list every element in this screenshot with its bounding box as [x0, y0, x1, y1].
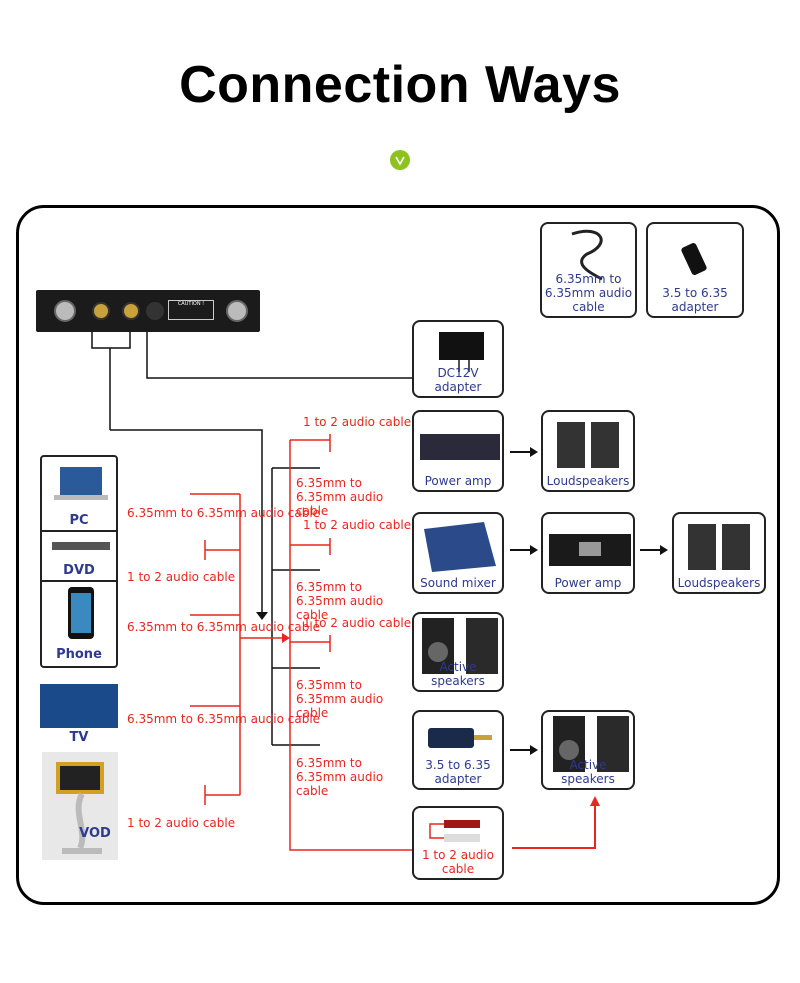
source-label: DVD: [63, 563, 95, 578]
device-sound-mixer: Sound mixer: [412, 512, 504, 594]
device-power-amp: Power amp: [412, 410, 504, 492]
source-cable-label: 1 to 2 audio cable: [127, 816, 236, 830]
chain-cable-label: 1 to 2 audio cable: [303, 518, 412, 532]
device-label: Power amp: [424, 474, 492, 488]
source-cable-label: 6.35mm to 6.35mm audio cable: [127, 620, 321, 634]
chain-cable-label: 6.35mm to 6.35mm audio cable: [296, 476, 384, 518]
loudspeakers-icon: [557, 422, 619, 468]
source-dvd: DVD: [42, 530, 116, 582]
accessory-adapter: 3.5 to 6.35 adapter: [646, 222, 744, 318]
source-label: VOD: [79, 826, 111, 841]
accessory-label: 6.35mm to 6.35mm audio cable: [544, 272, 633, 314]
device-label: 1 to 2 audio cable: [421, 848, 494, 876]
source-vod: VOD: [42, 752, 118, 860]
active-speakers-icon: [553, 716, 629, 772]
device-active-speakers-2: Active speakers: [541, 710, 635, 790]
device-label: Active speakers: [561, 758, 615, 786]
output-port-1: [92, 302, 110, 320]
device-label: Loudspeakers: [546, 474, 630, 488]
accessory-audio-cable: 6.35mm to 6.35mm audio cable: [540, 222, 637, 318]
power-amp-icon: [549, 534, 631, 566]
device-label: 3.5 to 6.35 adapter: [425, 758, 491, 786]
power-adapter-box: DC12V adapter: [412, 320, 504, 398]
caution-label: CAUTION !: [168, 300, 214, 320]
chain-cable-label: 1 to 2 audio cable: [303, 616, 412, 630]
device-loudspeakers: Loudspeakers: [541, 410, 635, 492]
device-rca-cable: 1 to 2 audio cable: [412, 806, 504, 880]
phone-icon: [68, 587, 94, 639]
sound-mixer-icon: [424, 522, 496, 572]
device-adapter: 3.5 to 6.35 adapter: [412, 710, 504, 790]
source-label: PC: [69, 513, 89, 528]
chain-cable-label: 1 to 2 audio cable: [303, 415, 412, 429]
chain-cable-label: 6.35mm to 6.35mm audio cable: [296, 756, 384, 798]
source-cable-label: 6.35mm to 6.35mm audio cable: [127, 712, 321, 726]
device-active-speakers: Active speakers: [412, 612, 504, 692]
dvd-player-icon: [52, 542, 110, 550]
vod-kiosk-icon: [56, 762, 104, 854]
source-group: PC DVD Phone: [40, 455, 118, 668]
device-power-amp-2: Power amp: [541, 512, 635, 594]
laptop-icon: [54, 467, 108, 500]
adapter-icon: [681, 243, 707, 275]
source-tv: TV: [40, 682, 118, 748]
device-label: Sound mixer: [420, 576, 496, 590]
device-label: Active speakers: [431, 660, 485, 688]
adapter-icon: [428, 728, 492, 748]
dc-12v-port: [146, 302, 164, 320]
source-cable-label: 6.35mm to 6.35mm audio cable: [127, 506, 321, 520]
power-adapter-icon: [439, 332, 484, 372]
source-cable-label: 1 to 2 audio cable: [127, 570, 236, 584]
accessory-label: 3.5 to 6.35 adapter: [662, 286, 728, 314]
tv-icon: [40, 684, 118, 728]
chain-cable-label: 6.35mm to 6.35mm audio cable: [296, 678, 384, 720]
page-title: Connection Ways: [179, 56, 621, 114]
antenna-a-port: [226, 300, 248, 322]
antenna-b-port: [54, 300, 76, 322]
active-speakers-icon: [422, 618, 498, 674]
checkmark-circle-icon: [390, 150, 410, 170]
device-loudspeakers-2: Loudspeakers: [672, 512, 766, 594]
source-phone: Phone: [42, 582, 116, 666]
rca-cable-icon: [429, 820, 480, 842]
loudspeakers-icon: [688, 524, 750, 570]
power-adapter-label: DC12V adapter: [434, 366, 482, 394]
chain-cable-label: 6.35mm to 6.35mm audio cable: [296, 580, 384, 622]
audio-cable-icon: [571, 229, 603, 281]
output-port-2: [122, 302, 140, 320]
diagram-frame: [16, 205, 780, 905]
source-pc: PC: [42, 457, 116, 532]
wireless-receiver: CAUTION !: [36, 290, 260, 332]
device-label: Loudspeakers: [677, 576, 761, 590]
device-label: Power amp: [554, 576, 622, 590]
power-amp-icon: [420, 434, 500, 460]
source-label: TV: [69, 730, 89, 745]
source-label: Phone: [56, 647, 102, 662]
